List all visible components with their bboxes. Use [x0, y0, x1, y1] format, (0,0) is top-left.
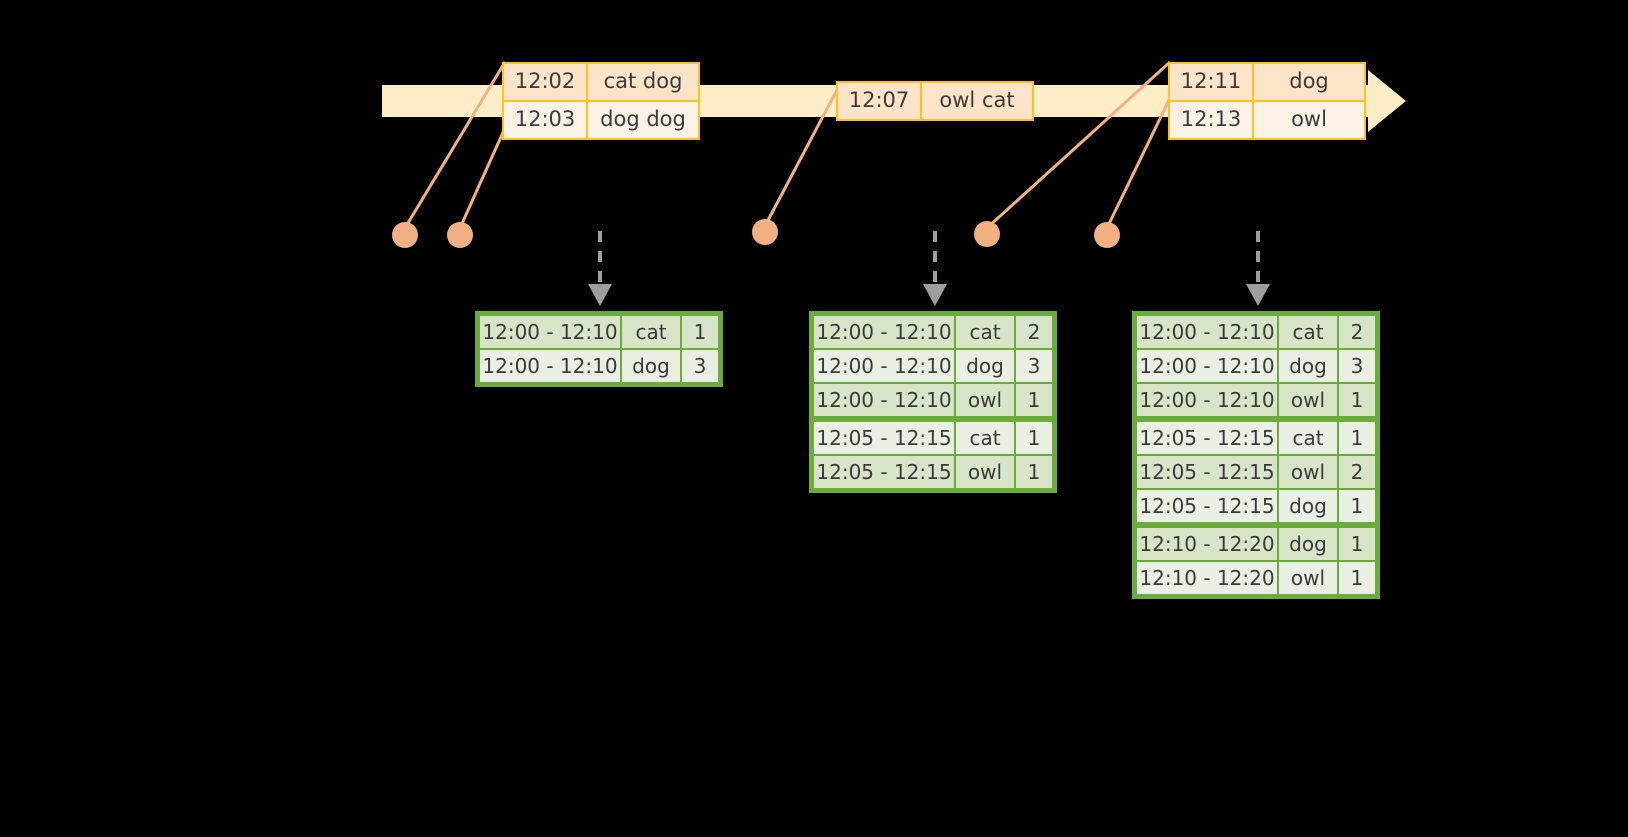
event-text: owl	[1254, 102, 1364, 138]
event-row[interactable]: 12:11 dog	[1170, 64, 1364, 100]
cell-window: 12:05 - 12:15	[1136, 489, 1278, 523]
cell-word: cat	[955, 421, 1015, 455]
cell-word: cat	[955, 315, 1015, 349]
cell-count: 3	[1338, 349, 1376, 383]
cell-count: 1	[681, 315, 719, 349]
cell-count: 3	[1015, 349, 1053, 383]
cell-word: cat	[1278, 315, 1338, 349]
event-dot-2[interactable]	[447, 222, 473, 248]
cell-count: 2	[1338, 455, 1376, 489]
cell-word: owl	[1278, 455, 1338, 489]
event-text: dog	[1254, 64, 1364, 100]
cell-window: 12:00 - 12:10	[813, 315, 955, 349]
event-text: dog dog	[588, 102, 698, 138]
cell-window: 12:05 - 12:15	[813, 455, 955, 489]
cell-window: 12:00 - 12:10	[1136, 383, 1278, 417]
cell-count: 1	[1338, 527, 1376, 561]
cell-word: owl	[1278, 383, 1338, 417]
cell-window: 12:00 - 12:10	[813, 383, 955, 417]
cell-word: cat	[1278, 421, 1338, 455]
cell-window: 12:00 - 12:10	[479, 315, 621, 349]
event-dot-1[interactable]	[392, 222, 418, 248]
event-dot-4[interactable]	[974, 221, 1000, 247]
event-row[interactable]: 12:03 dog dog	[504, 100, 698, 138]
cell-window: 12:00 - 12:10	[1136, 315, 1278, 349]
event-text: owl cat	[922, 83, 1032, 119]
cell-count: 1	[1338, 421, 1376, 455]
cell-word: dog	[955, 349, 1015, 383]
cell-window: 12:00 - 12:10	[1136, 349, 1278, 383]
cell-word: owl	[1278, 561, 1338, 595]
event-group-3[interactable]: 12:11 dog 12:13 owl	[1168, 62, 1366, 140]
cell-word: cat	[621, 315, 681, 349]
event-group-2[interactable]: 12:07 owl cat	[836, 81, 1034, 121]
cell-count: 1	[1338, 489, 1376, 523]
cell-window: 12:10 - 12:20	[1136, 561, 1278, 595]
event-time: 12:13	[1170, 102, 1254, 138]
cell-word: owl	[955, 383, 1015, 417]
flow-arrow-3	[1246, 231, 1270, 306]
timeline-arrow-icon	[1368, 70, 1406, 132]
cell-count: 3	[681, 349, 719, 383]
flow-arrow-2	[923, 231, 947, 306]
event-text: cat dog	[588, 64, 698, 100]
event-row[interactable]: 12:02 cat dog	[504, 64, 698, 100]
cell-word: dog	[621, 349, 681, 383]
cell-word: dog	[1278, 349, 1338, 383]
event-row[interactable]: 12:07 owl cat	[838, 83, 1032, 119]
cell-count: 1	[1338, 561, 1376, 595]
cell-count: 1	[1338, 383, 1376, 417]
cell-window: 12:00 - 12:10	[479, 349, 621, 383]
cell-count: 1	[1015, 421, 1053, 455]
event-group-1[interactable]: 12:02 cat dog 12:03 dog dog	[502, 62, 700, 140]
event-time: 12:07	[838, 83, 922, 119]
cell-count: 2	[1338, 315, 1376, 349]
event-dot-5[interactable]	[1094, 222, 1120, 248]
event-dot-3[interactable]	[752, 219, 778, 245]
event-time: 12:11	[1170, 64, 1254, 100]
cell-count: 1	[1015, 383, 1053, 417]
cell-count: 1	[1015, 455, 1053, 489]
event-time: 12:03	[504, 102, 588, 138]
cell-window: 12:00 - 12:10	[813, 349, 955, 383]
cell-word: owl	[955, 455, 1015, 489]
cell-word: dog	[1278, 527, 1338, 561]
cell-window: 12:05 - 12:15	[1136, 455, 1278, 489]
cell-word: dog	[1278, 489, 1338, 523]
cell-count: 2	[1015, 315, 1053, 349]
cell-window: 12:10 - 12:20	[1136, 527, 1278, 561]
event-row[interactable]: 12:13 owl	[1170, 100, 1364, 138]
cell-window: 12:05 - 12:15	[1136, 421, 1278, 455]
flow-arrow-1	[588, 231, 612, 306]
cell-window: 12:05 - 12:15	[813, 421, 955, 455]
event-time: 12:02	[504, 64, 588, 100]
